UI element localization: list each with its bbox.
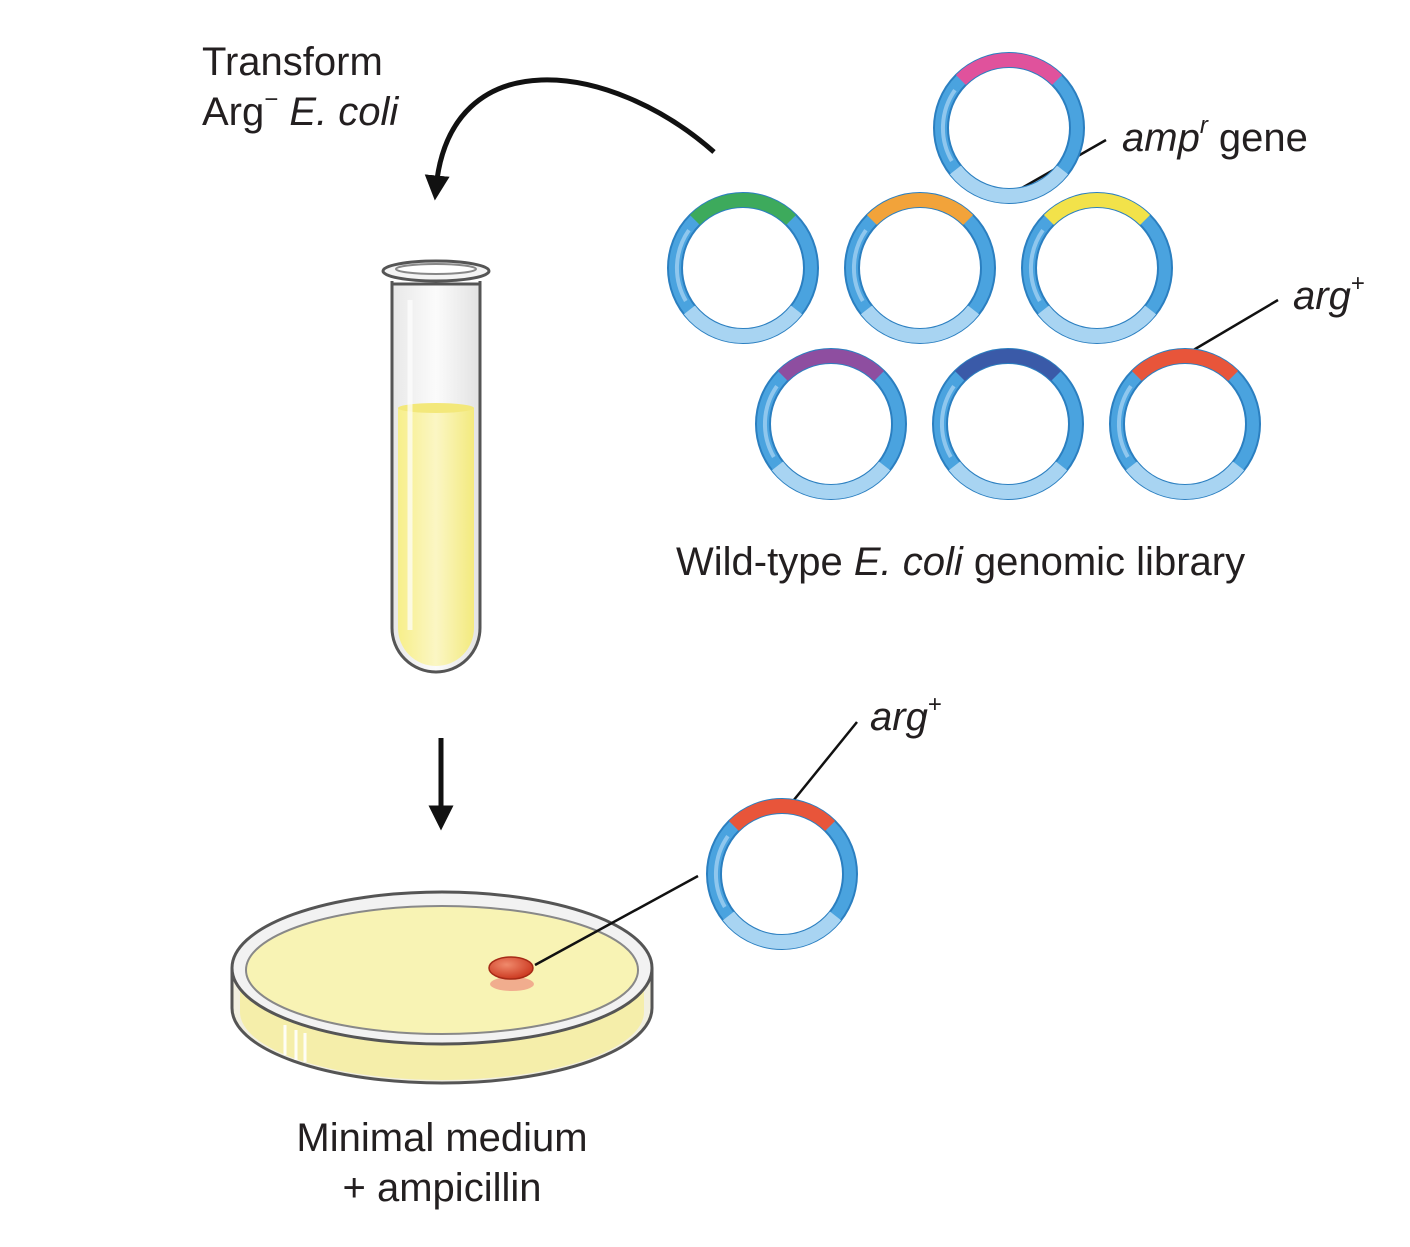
plasmid-purple <box>755 348 907 500</box>
amp-gene-label: ampr gene <box>1122 112 1308 161</box>
colony-plasmid-leader-line <box>534 874 699 967</box>
plasmid-orange <box>844 192 996 344</box>
insert-segment <box>955 52 1063 86</box>
insert-segment <box>1131 348 1239 382</box>
insert-segment <box>689 192 797 226</box>
amp-gene-segment <box>1037 305 1157 344</box>
amp-gene-segment <box>1125 461 1245 500</box>
plasmid-arg-colony <box>706 798 858 950</box>
insert-segment <box>777 348 885 382</box>
plate-label: Minimal medium + ampicillin <box>242 1113 642 1213</box>
plasmid-green <box>667 192 819 344</box>
amp-gene-segment <box>722 911 842 950</box>
plasmid-navy <box>932 348 1084 500</box>
arg-colony <box>488 956 534 980</box>
plasmid-arg-library <box>1109 348 1261 500</box>
plasmid-highlight <box>1117 384 1133 458</box>
arg-library-label: arg+ <box>1293 270 1365 319</box>
transform-arrow <box>424 77 716 201</box>
plasmid-yellow <box>1021 192 1173 344</box>
transform-line1: Transform <box>202 40 383 84</box>
transform-label: Transform Arg− E. coli <box>202 37 398 137</box>
plasmid-highlight <box>675 228 691 302</box>
amp-gene-segment <box>683 305 803 344</box>
arg-plasmid-leader-line <box>788 721 858 807</box>
petri-dish <box>230 890 654 1085</box>
plasmid-highlight <box>852 228 868 302</box>
transform-line2: Arg− E. coli <box>202 86 399 135</box>
amp-gene-segment <box>860 305 980 344</box>
tube-liquid <box>398 408 474 666</box>
plasmid-highlight <box>1029 228 1045 302</box>
amp-gene-segment <box>771 461 891 500</box>
amp-gene-segment <box>948 461 1068 500</box>
plasmid-highlight <box>940 384 956 458</box>
insert-segment <box>866 192 974 226</box>
insert-segment <box>954 348 1062 382</box>
insert-segment <box>728 798 836 832</box>
plate-label-line1: Minimal medium <box>296 1116 588 1160</box>
library-label: Wild-type E. coli genomic library <box>676 540 1246 584</box>
arg-library-leader-line <box>1184 298 1279 357</box>
plasmid-highlight <box>763 384 779 458</box>
amp-gene-segment <box>949 165 1069 204</box>
insert-segment <box>1043 192 1151 226</box>
plasmid-pink <box>933 52 1085 204</box>
arg-colony-label: arg+ <box>870 691 942 740</box>
plasmid-highlight <box>941 88 957 162</box>
agar-medium <box>245 905 639 1035</box>
test-tube <box>381 259 491 674</box>
plate-label-line2: + ampicillin <box>342 1166 542 1210</box>
plasmid-highlight <box>714 834 730 908</box>
plasmid-group <box>667 52 1261 950</box>
